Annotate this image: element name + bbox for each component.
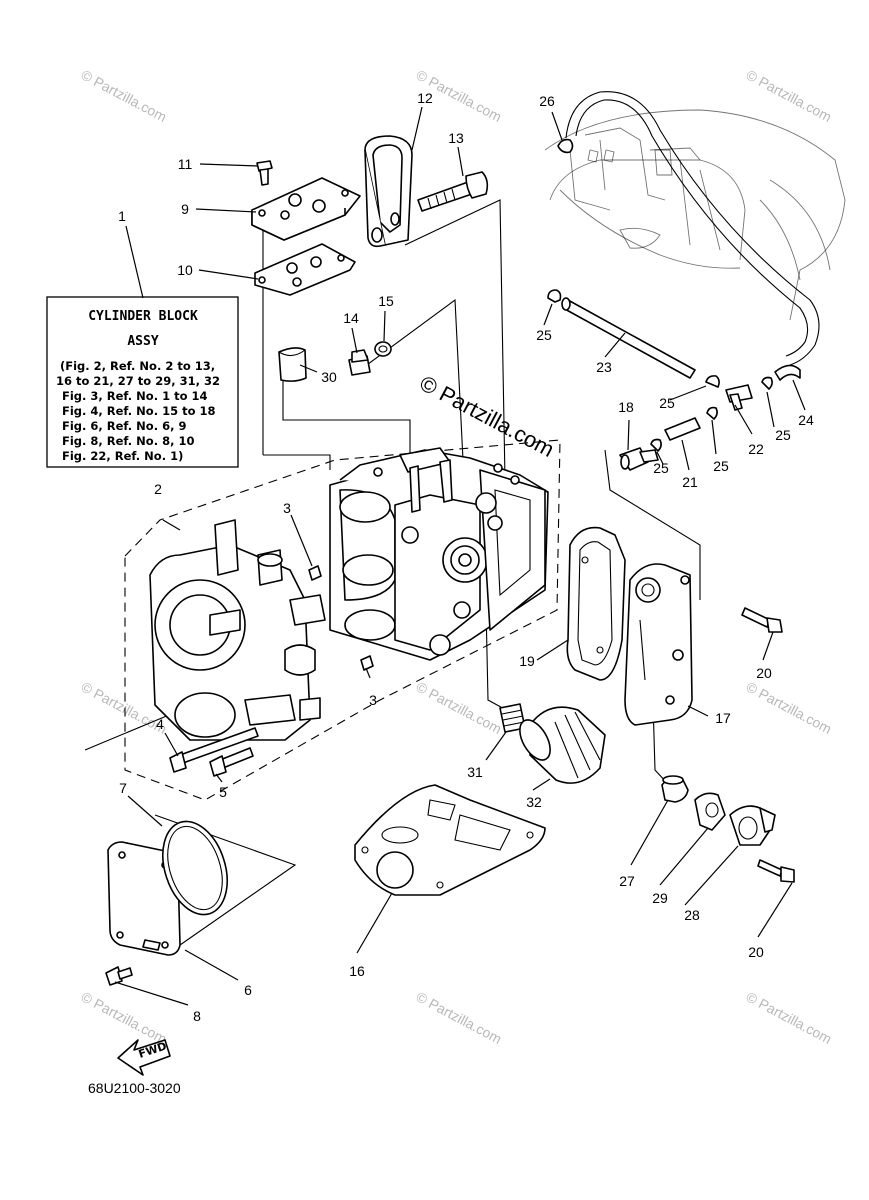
callout-16: 16 — [349, 963, 365, 979]
part-12-bracket — [364, 135, 413, 248]
watermark: © Partzilla.com — [744, 679, 835, 737]
callout-27: 27 — [619, 873, 635, 889]
box-note: Fig. 8, Ref. No. 8, 10 — [62, 434, 194, 448]
callout-12: 12 — [417, 90, 433, 106]
callout-1: 1 — [118, 208, 126, 224]
box-title: CYLINDER BLOCK — [88, 309, 198, 324]
callout-20: 20 — [756, 665, 772, 681]
part-25-clip — [761, 376, 773, 390]
leader-lines — [114, 106, 806, 1006]
part-25-clip — [705, 375, 720, 388]
callout-8: 8 — [193, 1008, 201, 1024]
box-subtitle: ASSY — [127, 334, 158, 349]
callout-25: 25 — [659, 395, 675, 411]
callout-28: 28 — [684, 907, 700, 923]
part-20-bolt — [757, 859, 795, 883]
part-18-fitting — [619, 447, 659, 471]
part-30-anode — [278, 347, 307, 382]
part-26-clip — [557, 138, 574, 154]
part-3-dowel — [308, 565, 322, 581]
callout-32: 32 — [526, 794, 542, 810]
part-8-bolt — [105, 966, 133, 986]
cowling-sketch — [544, 91, 846, 366]
part-7-o-ring — [162, 820, 228, 916]
callout-9: 9 — [181, 201, 189, 217]
callout-25: 25 — [775, 427, 791, 443]
callout-24: 24 — [798, 412, 814, 428]
part-21-hose — [664, 417, 701, 441]
watermark: © Partzilla.com — [79, 67, 170, 125]
watermark: © Partzilla.com — [744, 989, 835, 1047]
part-14-plug — [348, 349, 371, 376]
callout-7: 7 — [119, 780, 127, 796]
callout-6: 6 — [244, 982, 252, 998]
callout-20: 20 — [748, 944, 764, 960]
diagram-code: 68U2100-3020 — [88, 1080, 181, 1096]
callout-30: 30 — [321, 369, 337, 385]
box-note: Fig. 6, Ref. No. 6, 9 — [62, 419, 186, 433]
callout-2: 2 — [154, 481, 162, 497]
watermark: © Partzilla.com — [744, 67, 835, 125]
part-9-plate — [251, 177, 361, 241]
part-2-crankcase — [149, 519, 326, 741]
callout-29: 29 — [652, 890, 668, 906]
part-20-bolt — [741, 607, 783, 633]
callout-17: 17 — [715, 710, 731, 726]
callout-19: 19 — [519, 653, 535, 669]
part-32-oil-filter — [519, 706, 606, 784]
callout-25: 25 — [536, 327, 552, 343]
callout-23: 23 — [596, 359, 612, 375]
part-25-clip — [547, 289, 562, 303]
callout-3: 3 — [283, 500, 291, 516]
part-22-joint — [725, 384, 753, 411]
part-23-hose — [561, 297, 696, 379]
box-note: Fig. 4, Ref. No. 15 to 18 — [62, 404, 216, 418]
part-25-clip — [706, 406, 718, 420]
part-19-gasket — [566, 526, 626, 681]
callout-22: 22 — [748, 441, 764, 457]
callout-26: 26 — [539, 93, 555, 109]
part-4-bolt — [169, 727, 259, 773]
part-13-bolt — [417, 171, 489, 212]
box-note: Fig. 22, Ref. No. 1) — [62, 449, 183, 463]
callout-14: 14 — [343, 310, 359, 326]
callout-4: 4 — [156, 716, 164, 732]
watermark: © Partzilla.com — [414, 989, 505, 1047]
part-5-bolt — [209, 747, 254, 777]
box-note: (Fig. 2, Ref. No. 2 to 13, — [60, 359, 215, 373]
callout-5: 5 — [219, 784, 227, 800]
box-note: 16 to 21, 27 to 29, 31, 32 — [56, 374, 220, 388]
watermark: © Partzilla.com — [79, 989, 170, 1047]
part-3-dowel — [360, 655, 374, 671]
part-27-thermostat — [661, 775, 689, 803]
part-28-cover — [729, 805, 776, 846]
part-10-gasket — [254, 243, 356, 296]
part-11-screw — [256, 160, 273, 186]
callout-25: 25 — [713, 458, 729, 474]
callout-13: 13 — [448, 130, 464, 146]
part-24-hose-end — [774, 364, 801, 381]
callout-21: 21 — [682, 474, 698, 490]
part-25-clip — [650, 438, 662, 452]
callout-10: 10 — [177, 262, 193, 278]
callout-15: 15 — [378, 293, 394, 309]
cylinder-block-assy-box: CYLINDER BLOCK ASSY (Fig. 2, Ref. No. 2 … — [46, 296, 239, 468]
part-29-gasket — [694, 792, 726, 831]
callout-25: 25 — [653, 460, 669, 476]
watermark: © Partzilla.com — [414, 679, 505, 737]
callout-3: 3 — [369, 692, 377, 708]
box-note: Fig. 3, Ref. No. 1 to 14 — [62, 389, 208, 403]
fwd-arrow-icon: FWD — [117, 1039, 171, 1076]
callouts: 1 2 3 3 4 5 6 7 8 9 10 11 12 13 14 15 16… — [118, 90, 814, 1024]
callout-18: 18 — [618, 399, 634, 415]
part-16-gasket — [354, 784, 546, 896]
part-2-cylinder-block — [329, 447, 549, 661]
part-15-gasket — [374, 341, 392, 357]
callout-11: 11 — [178, 156, 193, 172]
callout-31: 31 — [467, 764, 483, 780]
part-17-cover — [624, 563, 693, 726]
